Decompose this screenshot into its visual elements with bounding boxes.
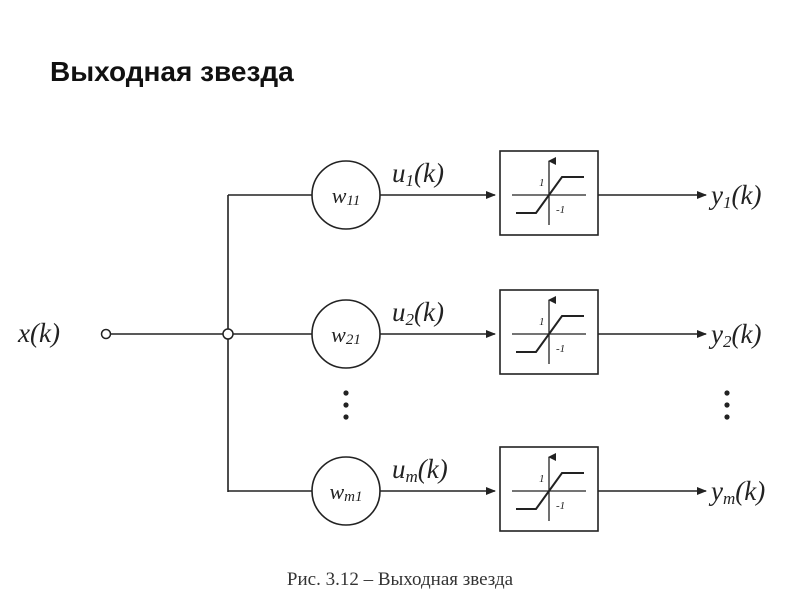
u-label: um(k) [392,454,448,486]
weight-label: wm1 [329,479,362,505]
y-label: y2(k) [708,319,761,351]
saturation-curve [516,176,584,214]
ellipsis-dots-right [724,390,730,420]
weight-label: w21 [331,322,361,348]
input-label: x(k) [17,318,60,348]
u-label: u1(k) [392,158,444,190]
y-label: y1(k) [708,180,761,212]
tick-pos: 1 [539,177,545,189]
slide-title: Выходная звезда [50,56,294,87]
figure-caption: Рис. 3.12 – Выходная звезда [287,569,514,590]
neuron-row-m: wm1 um(k) 1 -1 ym(k) [228,446,765,532]
saturation-curve [516,472,584,510]
tick-pos: 1 [539,473,545,485]
tick-neg: -1 [556,204,565,216]
neuron-row-2: w21 u2(k) 1 -1 y2(k) [233,289,761,375]
input-terminal [100,328,112,340]
tick-pos: 1 [539,316,545,328]
tick-neg: -1 [556,500,565,512]
saturation-curve [516,315,584,353]
tick-neg: -1 [556,343,565,355]
branch-node [222,328,234,340]
u-label: u2(k) [392,297,444,329]
ellipsis-dots-middle [343,390,349,420]
weight-label: w11 [332,183,361,209]
neuron-row-1: w11 u1(k) 1 -1 y1(k) [228,150,761,236]
y-label: ym(k) [708,476,765,508]
